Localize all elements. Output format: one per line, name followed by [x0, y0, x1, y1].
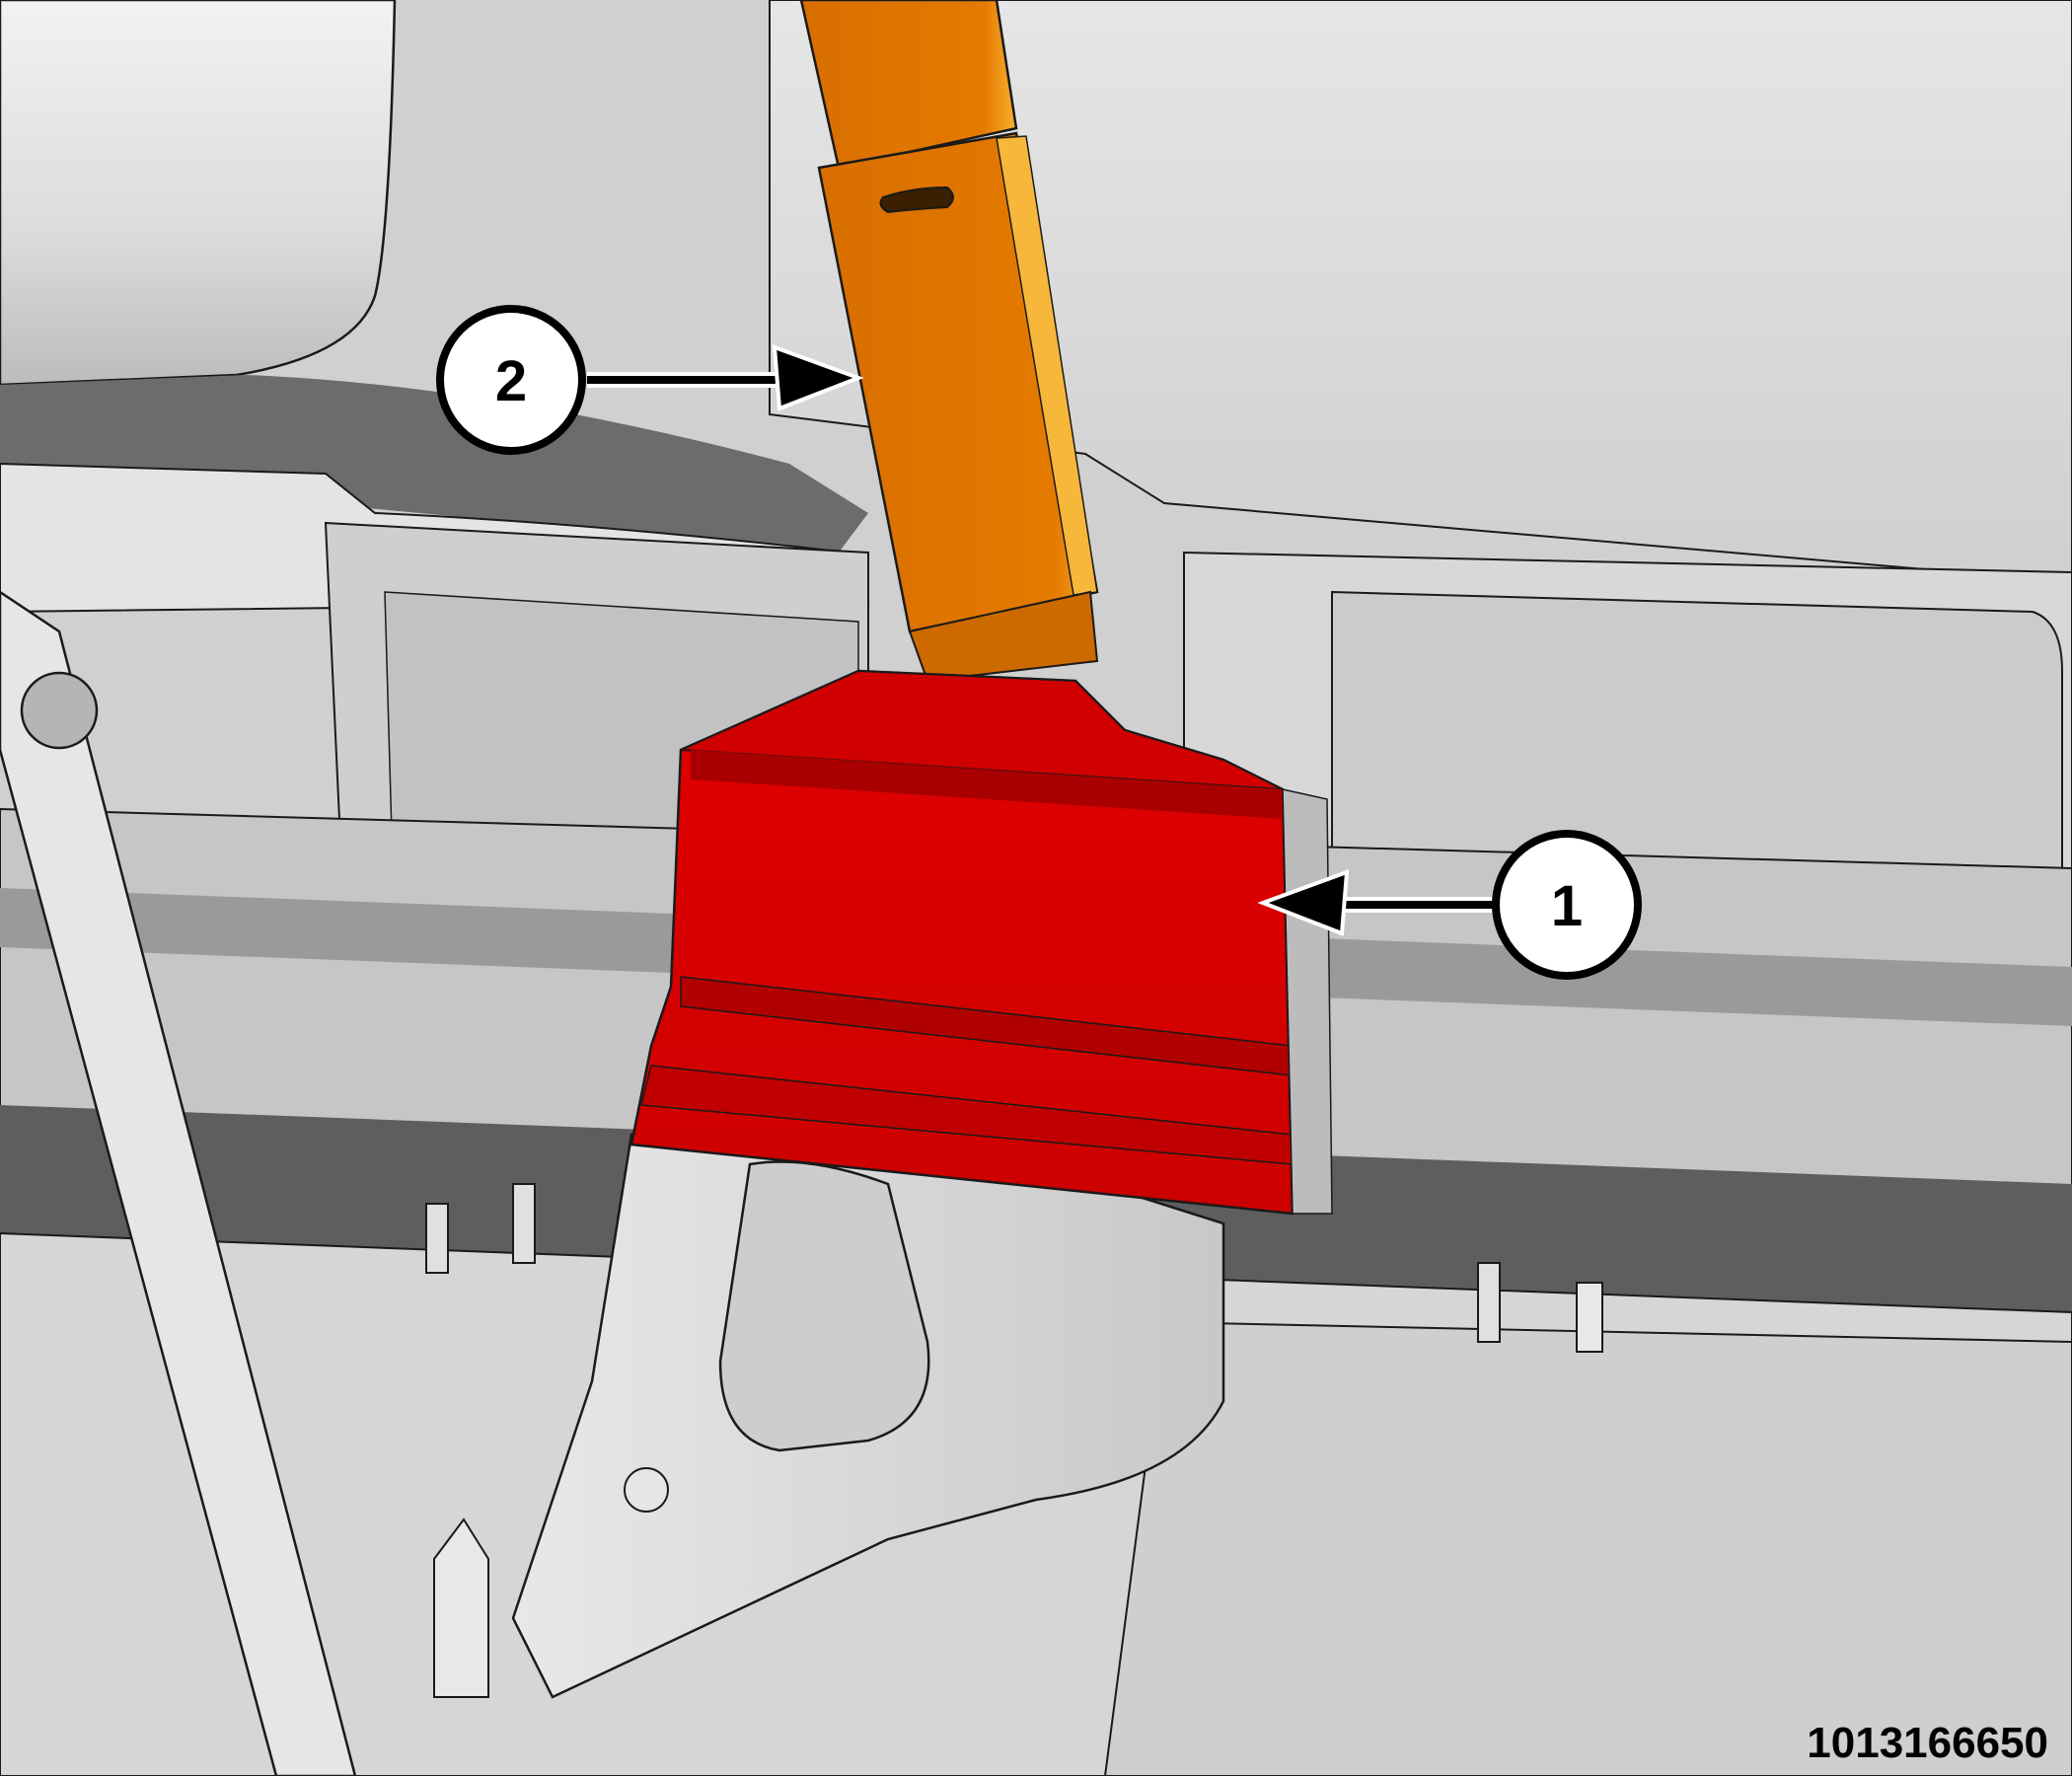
floor-bolts: [425, 1183, 1603, 1698]
figure-id: 1013166650: [1807, 1719, 2048, 1767]
callout-2: 2: [436, 305, 864, 455]
callout-1: 1: [1257, 830, 1642, 980]
diagonal-strut: [0, 590, 357, 1776]
bracket-hole: [624, 1467, 669, 1513]
recess-shadow: [0, 375, 868, 553]
callout-2-label: 2: [495, 349, 527, 413]
seat-cushion: [0, 0, 397, 387]
callout-1-label: 1: [1551, 874, 1583, 938]
rear-panel-upper: [769, 0, 2072, 584]
callout-2-circle: [436, 305, 586, 455]
callout-1-arrowhead: [1257, 869, 1350, 936]
callout-2-arrowhead: [772, 344, 864, 411]
strut-pivot: [20, 671, 99, 750]
floor-panel-right: [1103, 1320, 2072, 1776]
secondary-component: [799, 0, 1099, 683]
callout-1-circle: [1492, 830, 1642, 980]
